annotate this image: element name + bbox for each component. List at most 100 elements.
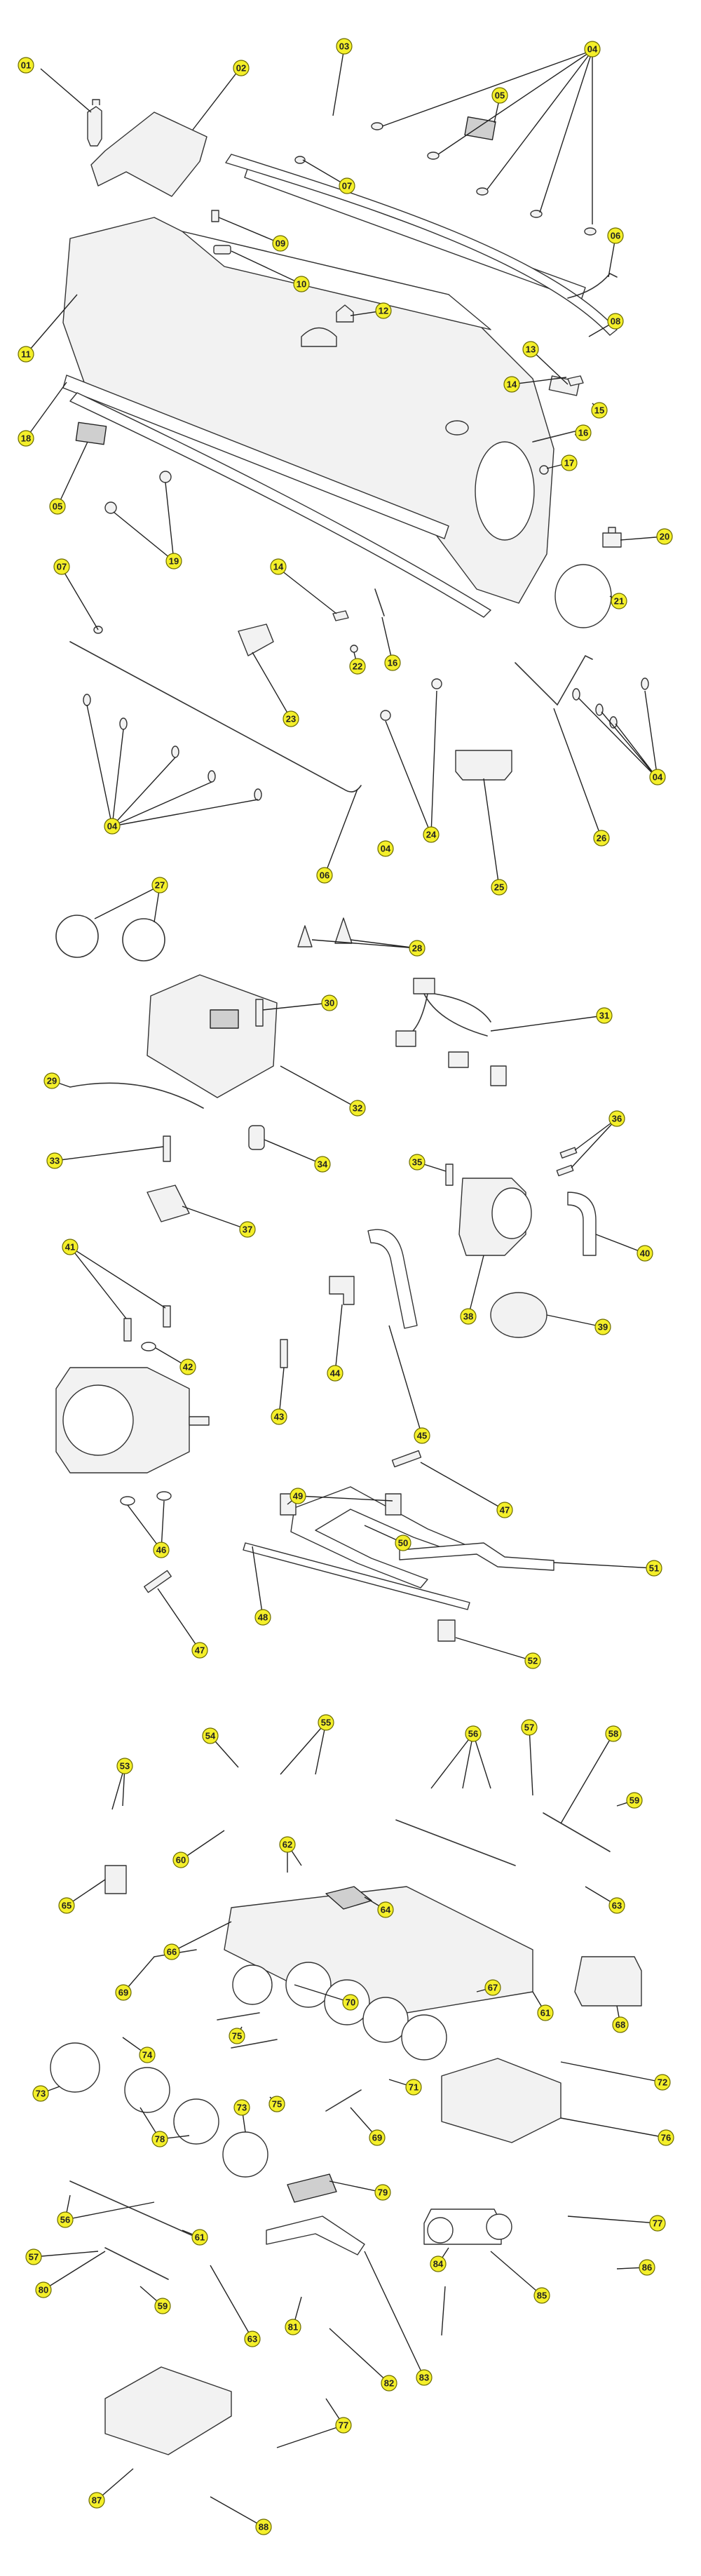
callout-badge <box>46 1152 63 1169</box>
callout-number: 09 <box>275 238 285 249</box>
callout-badge <box>270 558 287 575</box>
callout-81: 81 <box>285 2319 301 2335</box>
callout-64: 64 <box>377 1901 394 1918</box>
callout-badge <box>369 2129 386 2146</box>
callout-badge <box>430 2255 447 2272</box>
callout-badge <box>374 2184 391 2201</box>
callout-32: 32 <box>349 1100 366 1117</box>
callout-38: 38 <box>460 1308 477 1325</box>
callout-badge <box>191 2229 208 2246</box>
callout-16: 16 <box>384 654 401 671</box>
callout-badge <box>172 1852 189 1868</box>
callout-number: 17 <box>564 458 574 468</box>
part-83-rear-frame <box>266 2216 365 2255</box>
part-68-cover <box>574 1956 642 2007</box>
callout-badge <box>381 2375 397 2392</box>
callout-70: 70 <box>342 1994 359 2011</box>
callout-11: 11 <box>18 346 34 363</box>
callout-number: 77 <box>339 2420 348 2431</box>
motor-face <box>62 1384 134 1456</box>
callout-badge <box>658 2129 674 2146</box>
callout-badge <box>57 2211 74 2228</box>
callout-badge <box>327 1365 343 1382</box>
callout-badge <box>639 2259 655 2276</box>
callout-60: 60 <box>172 1852 189 1868</box>
callout-77: 77 <box>649 2215 666 2232</box>
part-52-block <box>437 1619 456 1642</box>
part-32-circuit-board <box>147 974 278 1098</box>
callout-badge <box>377 1901 394 1918</box>
callout-number: 39 <box>598 1322 608 1333</box>
callout-05: 05 <box>49 498 66 515</box>
callout-number: 75 <box>272 2099 282 2110</box>
callout-badge <box>395 1535 411 1551</box>
callout-42: 42 <box>179 1358 196 1375</box>
loose-wheels <box>50 2042 268 2178</box>
callout-badge <box>104 818 121 835</box>
callout-badge <box>32 2085 49 2102</box>
callout-67: 67 <box>484 1979 501 1996</box>
callout-badge <box>377 840 394 857</box>
callout-number: 65 <box>62 1901 72 1911</box>
callout-29: 29 <box>43 1072 60 1089</box>
part-23-step <box>238 623 274 656</box>
part-87-tender-truck <box>104 2366 232 2455</box>
callout-number: 66 <box>167 1947 177 1957</box>
part-70-gear <box>232 1964 273 2005</box>
callout-number: 33 <box>50 1156 60 1166</box>
callout-20: 20 <box>656 528 673 545</box>
callout-71: 71 <box>405 2079 422 2096</box>
callout-number: 01 <box>21 60 31 71</box>
callout-badge <box>179 1358 196 1375</box>
motor-shaft <box>189 1416 210 1426</box>
callout-number: 73 <box>237 2103 247 2113</box>
part-46-washer-a <box>120 1496 135 1506</box>
callout-badge <box>561 454 578 471</box>
callout-number: 35 <box>412 1157 422 1168</box>
part-06-lower-wire <box>69 641 362 793</box>
callout-badge <box>316 867 333 884</box>
callout-badge <box>229 2028 245 2044</box>
callout-badge <box>409 940 426 957</box>
callout-80: 80 <box>35 2281 52 2298</box>
callout-number: 07 <box>342 181 352 191</box>
callout-badge <box>339 177 355 194</box>
callout-number: 46 <box>156 1545 166 1556</box>
callout-number: 03 <box>339 41 349 52</box>
callout-badge <box>25 2248 42 2265</box>
callout-66: 66 <box>163 1943 180 1960</box>
part-36-screws <box>556 1147 578 1177</box>
callout-number: 10 <box>297 279 306 290</box>
callout-58: 58 <box>605 1725 622 1742</box>
callout-number: 16 <box>388 658 397 668</box>
callout-badge <box>116 1758 133 1774</box>
callout-number: 63 <box>247 2334 257 2345</box>
callout-72: 72 <box>654 2074 671 2091</box>
callout-26: 26 <box>593 830 610 847</box>
callout-number: 44 <box>330 1368 341 1379</box>
callout-73: 73 <box>233 2099 250 2116</box>
callout-badge <box>285 2319 301 2335</box>
callout-53: 53 <box>116 1758 133 1774</box>
callout-number: 24 <box>426 830 437 840</box>
callout-04: 04 <box>377 840 394 857</box>
callout-badge <box>139 2046 156 2063</box>
part-18-lower-skirt <box>69 392 491 618</box>
callout-number: 55 <box>321 1718 331 1728</box>
callout-number: 69 <box>372 2133 382 2143</box>
callout-number: 14 <box>507 379 517 390</box>
callout-badge <box>414 1427 430 1444</box>
callout-30: 30 <box>321 994 338 1011</box>
callout-23: 23 <box>283 710 299 727</box>
callout-badge <box>271 1408 287 1425</box>
callout-badge <box>626 1792 643 1809</box>
part-19-screw-b <box>104 501 117 514</box>
callout-number: 57 <box>29 2252 39 2263</box>
callout-number: 20 <box>660 532 669 542</box>
callout-badge <box>342 1994 359 2011</box>
callout-61: 61 <box>191 2229 208 2246</box>
callout-badge <box>591 402 608 419</box>
callout-badge <box>596 1007 613 1024</box>
part-16-pin <box>532 431 576 443</box>
callout-badge <box>637 1245 653 1262</box>
